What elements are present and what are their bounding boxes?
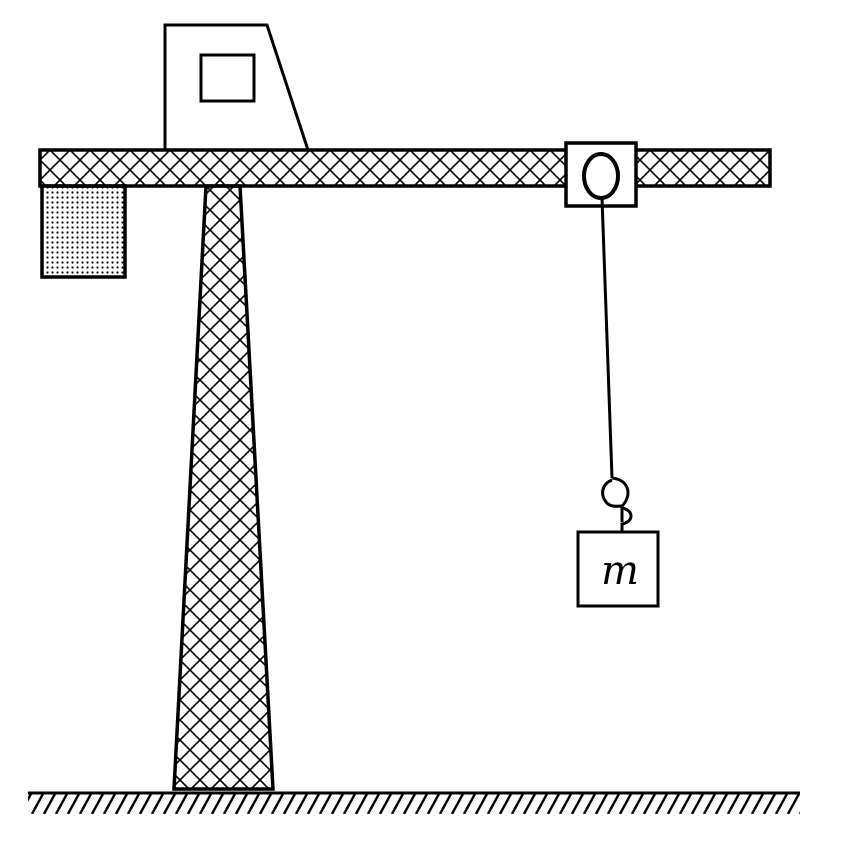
mass-box	[576, 530, 660, 608]
load-mass: m	[576, 530, 660, 608]
pulley-icon	[582, 152, 620, 200]
trolley	[564, 141, 638, 208]
ground-hatching	[28, 794, 800, 814]
hook-shackle	[620, 506, 633, 532]
counterweight	[40, 184, 127, 279]
hoist-cable	[600, 197, 614, 479]
mass-label: m	[601, 548, 639, 594]
cabin-window	[199, 53, 256, 103]
hook-icon	[601, 476, 630, 522]
ground	[28, 791, 800, 814]
operator-cabin	[163, 23, 310, 151]
tower-mast	[172, 184, 275, 791]
jib-boom	[38, 148, 772, 188]
